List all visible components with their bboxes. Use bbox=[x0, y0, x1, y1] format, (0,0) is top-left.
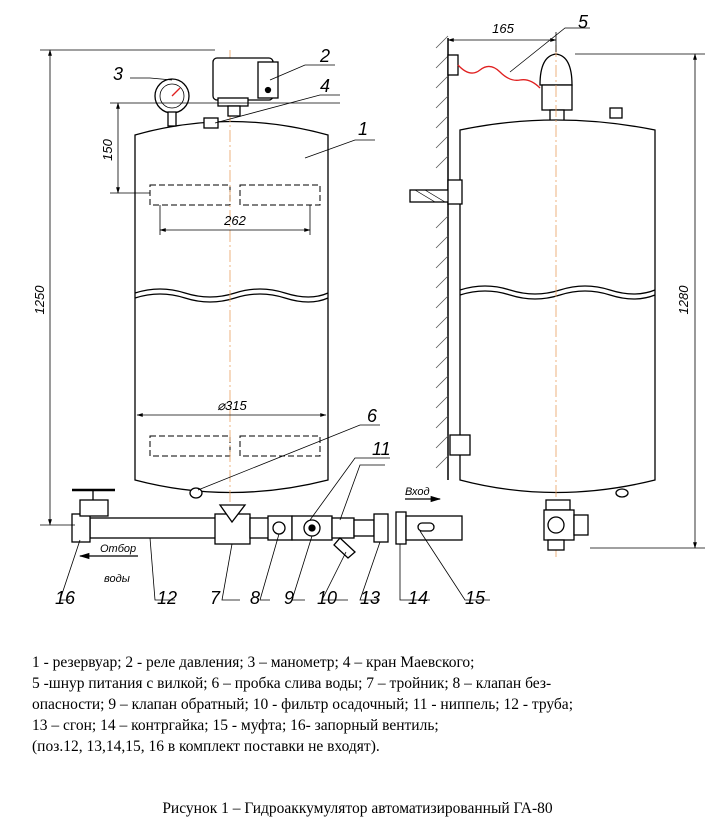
pipe-12 bbox=[89, 517, 219, 539]
outlet-label-line2: воды bbox=[104, 573, 130, 585]
front-dimensions bbox=[40, 49, 340, 526]
side-drain-plug bbox=[615, 488, 629, 498]
dim-bracket-width: 262 bbox=[223, 213, 246, 228]
leader-lines-side bbox=[509, 27, 590, 73]
technical-drawing: 1250 150 262 ⌀315 165 1280 1 2 3 4 5 6 1… bbox=[32, 12, 705, 608]
legend-line-1: 1 - резервуар; 2 - реле давления; 3 – ма… bbox=[32, 654, 475, 671]
callout-11: 11 bbox=[372, 439, 391, 459]
legend-line-3: опасности; 9 – клапан обратный; 10 - фил… bbox=[32, 696, 573, 713]
leader-lines-front bbox=[59, 64, 490, 601]
side-tank-body bbox=[459, 119, 656, 494]
dim-gauge-offset: 150 bbox=[100, 138, 115, 160]
callout-4: 4 bbox=[320, 76, 330, 96]
outlet-label-line1: Отбор bbox=[100, 543, 136, 555]
callout-1: 1 bbox=[358, 119, 368, 139]
break-line-bottom bbox=[134, 293, 329, 303]
callout-6: 6 bbox=[367, 406, 378, 426]
side-view bbox=[409, 35, 656, 560]
dim-diameter: ⌀315 bbox=[217, 398, 247, 413]
drain-plug bbox=[189, 487, 203, 499]
callout-3: 3 bbox=[113, 64, 123, 84]
piping-assembly bbox=[71, 488, 463, 559]
side-bracket-upper bbox=[409, 179, 463, 205]
power-cable bbox=[457, 64, 541, 89]
callout-5: 5 bbox=[578, 12, 589, 32]
callout-13: 13 bbox=[360, 588, 380, 608]
callout-7: 7 bbox=[210, 588, 221, 608]
wall-socket bbox=[447, 54, 459, 76]
front-view bbox=[71, 50, 463, 560]
callout-14: 14 bbox=[408, 588, 428, 608]
break-line-top bbox=[134, 288, 329, 298]
tank-body bbox=[134, 120, 329, 494]
callout-12: 12 bbox=[157, 588, 177, 608]
pressure-switch bbox=[212, 57, 279, 117]
wall-hatching bbox=[435, 35, 449, 469]
legend-line-5: (поз.12, 13,14,15, 16 в комплект поставк… bbox=[32, 738, 380, 755]
dim-wall-offset: 165 bbox=[492, 21, 514, 36]
mayevsky-valve bbox=[203, 117, 219, 129]
dim-height-total: 1250 bbox=[32, 285, 47, 315]
dim-height-side: 1280 bbox=[676, 285, 691, 315]
inlet-label: Вход bbox=[405, 486, 430, 498]
callout-15: 15 bbox=[465, 588, 486, 608]
side-bracket-lower bbox=[449, 434, 471, 456]
side-mayevsky-valve bbox=[609, 107, 623, 119]
callout-9: 9 bbox=[284, 588, 294, 608]
legend-line-4: 13 – сгон; 14 – контргайка; 15 - муфта; … bbox=[32, 717, 439, 734]
callout-16: 16 bbox=[55, 588, 76, 608]
callout-2: 2 bbox=[319, 46, 330, 66]
legend-line-2: 5 -шнур питания с вилкой; 6 – пробка сли… bbox=[32, 675, 552, 692]
callout-10: 10 bbox=[317, 588, 337, 608]
side-bottom-fitting bbox=[543, 499, 589, 551]
figure-caption: Рисунок 1 – Гидроаккумулятор автоматизир… bbox=[162, 800, 553, 817]
callout-8: 8 bbox=[250, 588, 260, 608]
legend: 1 - резервуар; 2 - реле давления; 3 – ма… bbox=[32, 652, 692, 757]
manometer bbox=[154, 78, 190, 127]
